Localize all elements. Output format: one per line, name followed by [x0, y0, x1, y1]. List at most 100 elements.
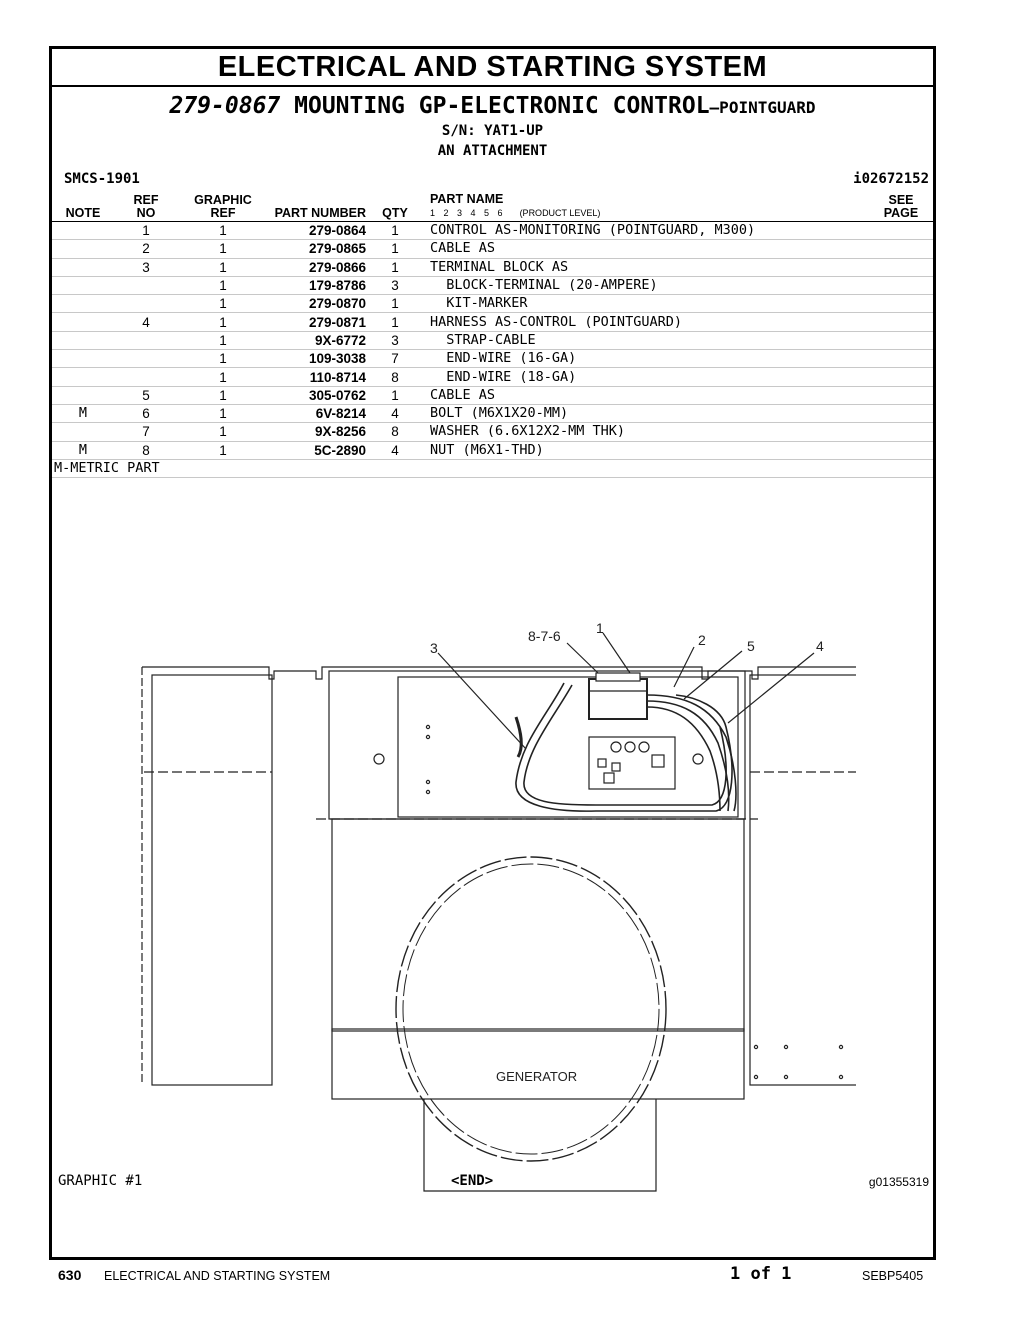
terminal-post: [624, 741, 636, 753]
cell-part-number: 279-0871: [268, 312, 368, 332]
cell-see-page: [869, 239, 933, 259]
wire-harness: [523, 684, 727, 806]
cell-note: [52, 331, 114, 351]
cell-note: [52, 276, 114, 296]
cell-graphic-ref: 1: [178, 422, 268, 442]
terminal-post: [610, 741, 622, 753]
cell-part-number: 9X-8256: [268, 422, 368, 442]
group-description: MOUNTING GP-ELECTRONIC CONTROL: [294, 93, 710, 119]
enclosure-top-edge: [142, 666, 856, 680]
cell-see-page: [869, 331, 933, 351]
cell-ref-no: 1: [114, 221, 178, 241]
smcs-code: SMCS-1901: [64, 171, 140, 187]
cell-see-page: [869, 422, 933, 442]
cell-ref-no: [114, 367, 178, 387]
cell-part-number: 109-3038: [268, 349, 368, 369]
leader-line-3: [437, 652, 527, 750]
leader-line-2: [673, 646, 695, 688]
title-divider: [52, 85, 933, 87]
cell-qty: 1: [368, 258, 422, 277]
cell-see-page: [869, 367, 933, 387]
lower-frame: [331, 1028, 745, 1100]
document-ident: i02672152: [853, 171, 929, 187]
terminal-board: [588, 736, 676, 790]
cell-graphic-ref: 1: [178, 258, 268, 277]
fuse-block: [611, 762, 621, 772]
cell-see-page: [869, 276, 933, 296]
generator-front-panel: [331, 818, 745, 1032]
cell-part-name: STRAP-CABLE: [422, 331, 869, 351]
right-side-panel: [749, 674, 856, 1086]
cell-graphic-ref: 1: [178, 312, 268, 332]
cell-ref-no: 2: [114, 239, 178, 259]
cell-graphic-ref: 1: [178, 367, 268, 387]
mounting-hole: [373, 753, 385, 765]
cell-part-number: 179-8786: [268, 276, 368, 296]
cell-qty: 3: [368, 331, 422, 351]
cell-graphic-ref: 1: [178, 386, 268, 405]
mounting-diagram: 1 2 3 4 5 8-7-6 GENERATOR: [141, 620, 856, 1192]
cell-note: M: [52, 404, 114, 424]
control-module: [588, 678, 648, 720]
callout-2: 2: [698, 632, 706, 648]
cell-part-name: CONTROL AS-MONITORING (POINTGUARD, M300): [422, 221, 869, 241]
terminal-post: [638, 741, 650, 753]
callout-4: 4: [816, 638, 824, 654]
cell-see-page: [869, 258, 933, 277]
cell-ref-no: 6: [114, 404, 178, 424]
generator-housing-inner: [402, 863, 660, 1155]
mounting-hole: [425, 734, 431, 740]
cell-note: [52, 367, 114, 387]
cell-qty: 1: [368, 312, 422, 332]
cell-graphic-ref: 1: [178, 239, 268, 259]
cell-graphic-ref: 1: [178, 331, 268, 351]
section-title: ELECTRICAL AND STARTING SYSTEM: [217, 51, 768, 83]
cell-note: [52, 349, 114, 369]
cell-part-number: 9X-6772: [268, 331, 368, 351]
fuse-block: [597, 758, 607, 768]
footer-page-number: 630: [58, 1267, 82, 1283]
footer-page-of: 1 of 1: [730, 1264, 792, 1284]
cell-part-number: 279-0870: [268, 294, 368, 314]
cell-see-page: [869, 349, 933, 369]
cell-part-name: CABLE AS: [422, 239, 869, 259]
callout-8-7-6: 8-7-6: [528, 628, 561, 644]
cell-part-name: NUT (M6X1-THD): [422, 441, 869, 460]
cell-part-number: 6V-8214: [268, 404, 368, 424]
cell-see-page: [869, 404, 933, 424]
cell-ref-no: 5: [114, 386, 178, 405]
leader-line-5: [683, 650, 743, 700]
cell-ref-no: [114, 331, 178, 351]
cell-part-number: 305-0762: [268, 386, 368, 405]
cell-part-name: TERMINAL BLOCK AS: [422, 258, 869, 277]
cell-part-name: END-WIRE (18-GA): [422, 367, 869, 387]
cell-ref-no: 8: [114, 441, 178, 460]
mounting-hole: [753, 1044, 759, 1050]
metric-note-row: M-METRIC PART: [52, 459, 933, 479]
fuse-block: [603, 772, 615, 784]
leader-line-8-7-6: [566, 642, 599, 674]
footer-section: ELECTRICAL AND STARTING SYSTEM: [104, 1269, 331, 1283]
mounting-hole: [838, 1074, 844, 1080]
cell-ref-no: [114, 276, 178, 296]
control-module-bracket: [595, 672, 641, 682]
mounting-hole: [783, 1074, 789, 1080]
cell-ref-no: 3: [114, 258, 178, 277]
cell-graphic-ref: 1: [178, 276, 268, 296]
cell-ref-no: [114, 294, 178, 314]
cell-part-name: END-WIRE (16-GA): [422, 349, 869, 369]
cell-note: [52, 258, 114, 277]
cell-qty: 1: [368, 294, 422, 314]
cell-qty: 3: [368, 276, 422, 296]
wire-harness: [646, 700, 730, 812]
